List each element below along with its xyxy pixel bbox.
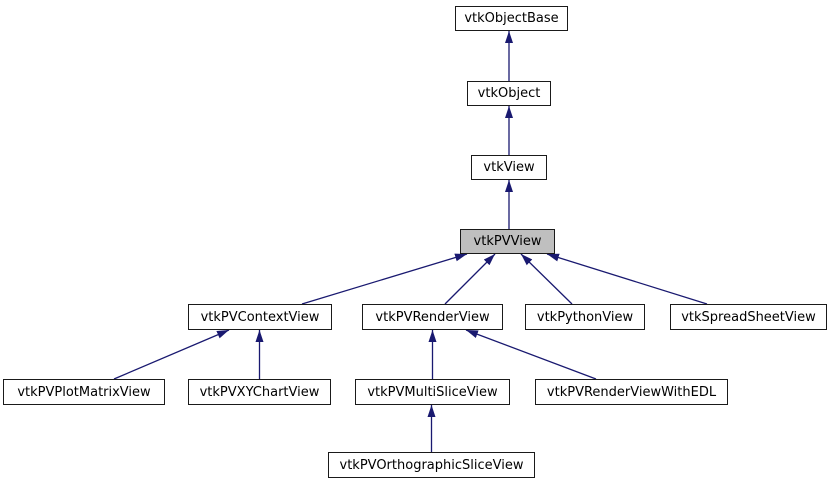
node-label: vtkPVXYChartView (199, 384, 320, 400)
node-label: vtkPythonView (536, 309, 634, 325)
edge-vtkPVRenderViewWithEDL-vtkPVRenderView (465, 329, 597, 380)
node-label: vtkPVView (473, 234, 542, 249)
node-label: vtkPVPlotMatrixView (17, 384, 151, 400)
node-label: vtkObjectBase (464, 11, 559, 26)
node-vtkPVMultiSliceView[interactable]: vtkPVMultiSliceView (355, 379, 510, 405)
edge-vtkPVContextView-vtkPVView (301, 253, 468, 305)
edge-vtkSpreadSheetView-vtkPVView (546, 253, 708, 305)
node-vtkPVOrthographicSliceView[interactable]: vtkPVOrthographicSliceView (328, 452, 535, 478)
node-vtkPVRenderView[interactable]: vtkPVRenderView (362, 304, 503, 330)
node-vtkObjectBase[interactable]: vtkObjectBase (455, 6, 568, 31)
node-label: vtkPVRenderView (375, 309, 490, 325)
node-label: vtkPVRenderViewWithEDL (546, 384, 717, 400)
node-vtkPVPlotMatrixView[interactable]: vtkPVPlotMatrixView (3, 379, 165, 405)
node-vtkView[interactable]: vtkView (471, 155, 547, 180)
node-vtkObject[interactable]: vtkObject (467, 81, 551, 106)
node-vtkSpreadSheetView[interactable]: vtkSpreadSheetView (670, 304, 827, 330)
edge-vtkPythonView-vtkPVView (520, 253, 573, 305)
node-vtkPythonView[interactable]: vtkPythonView (525, 304, 645, 330)
node-label: vtkSpreadSheetView (681, 309, 816, 325)
node-vtkPVRenderViewWithEDL[interactable]: vtkPVRenderViewWithEDL (535, 379, 728, 405)
node-label: vtkPVMultiSliceView (367, 384, 498, 400)
edge-vtkPVPlotMatrixView-vtkPVContextView (113, 329, 230, 380)
node-label: vtkPVContextView (200, 309, 320, 325)
node-vtkPVContextView[interactable]: vtkPVContextView (188, 304, 332, 330)
edge-vtkPVRenderView-vtkPVView (444, 253, 496, 305)
node-vtkPVXYChartView[interactable]: vtkPVXYChartView (188, 379, 331, 405)
node-label: vtkView (483, 160, 535, 175)
node-label: vtkObject (477, 86, 541, 101)
node-label: vtkPVOrthographicSliceView (339, 457, 524, 473)
node-vtkPVView: vtkPVView (460, 229, 555, 254)
